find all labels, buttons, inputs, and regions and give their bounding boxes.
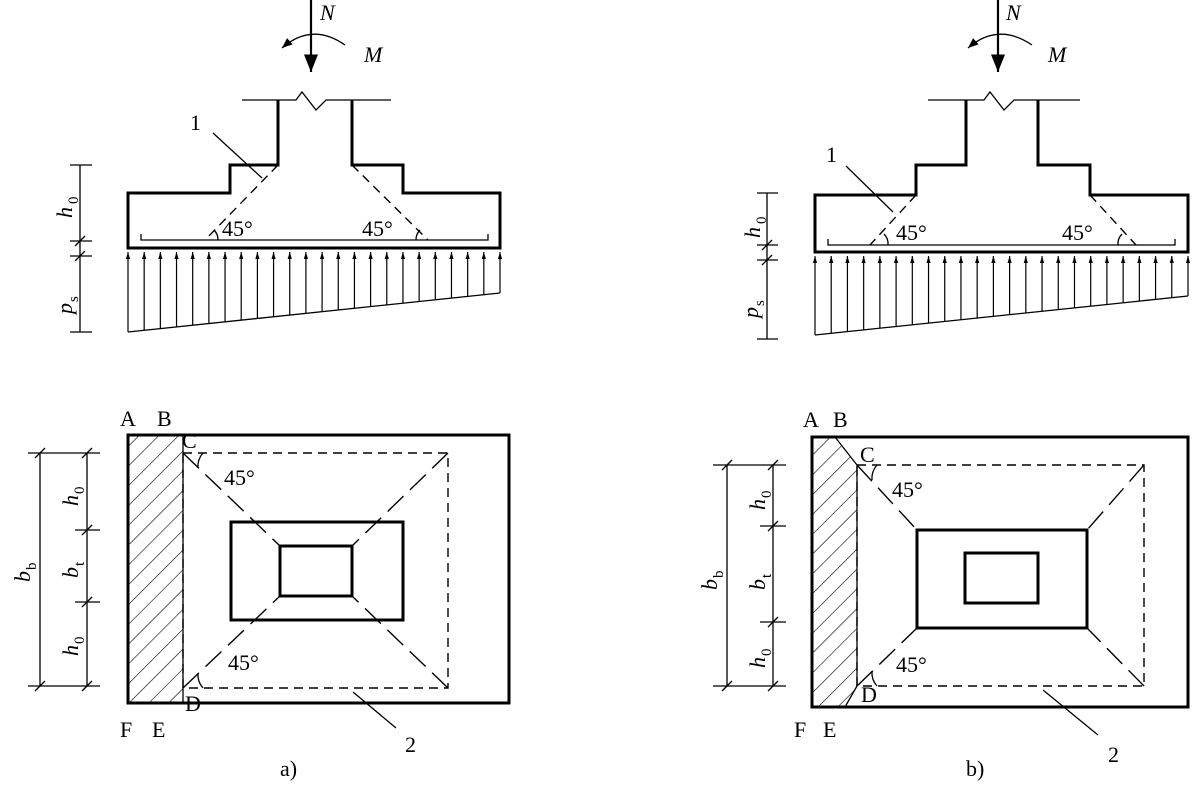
punching-perimeter-b [856, 464, 1145, 687]
svg-text:b: b [10, 571, 35, 582]
panel-a-elevation: N M 45° 45° 1 h 0 [52, 0, 503, 333]
angle-label-right-b: 45° [1062, 220, 1093, 245]
panel-b-plan: 45° 45° A B C D F E 2 b) b b h 0 b t [697, 407, 1190, 781]
point-f: F [120, 717, 132, 742]
svg-text:h: h [745, 499, 770, 510]
point-d: D [185, 691, 201, 716]
svg-text:0: 0 [759, 491, 775, 499]
angle-label-plan-top: 45° [224, 465, 255, 490]
moment-label: M [363, 42, 384, 67]
dim-h0-plan-a-top: h 0 [58, 487, 88, 507]
hatched-area-abef [128, 435, 183, 703]
dim-h0-b: h 0 [740, 217, 770, 239]
point-c: C [182, 428, 197, 453]
step-outline [229, 520, 405, 622]
svg-text:b: b [697, 579, 722, 590]
point-b-b: B [833, 407, 848, 432]
dim-h0-a: h 0 [52, 197, 82, 219]
footing-outline-b [813, 100, 1190, 254]
dim-ps-a: p s [52, 296, 82, 316]
point-d-b: D [861, 682, 877, 707]
dim-ps-b: p s [738, 300, 768, 320]
column-break-line [242, 90, 391, 111]
svg-text:b: b [58, 567, 83, 578]
angle-arc-left [213, 229, 219, 241]
angle-label-left: 45° [222, 216, 253, 241]
caption-b: b) [966, 756, 984, 781]
angle-label-plan-bottom: 45° [228, 650, 259, 675]
svg-text:0: 0 [72, 637, 88, 645]
point-a-b: A [803, 407, 819, 432]
svg-text:b: b [711, 571, 727, 579]
dim-h0-plan-b-bottom: h 0 [745, 649, 775, 669]
svg-text:b: b [745, 579, 770, 590]
punching-cone-right [351, 164, 429, 241]
leader-2-b [1042, 689, 1099, 736]
point-b: B [157, 406, 172, 431]
marker-1: 1 [190, 110, 201, 135]
point-e-b: E [823, 717, 836, 742]
dim-bt-a: b t [58, 561, 88, 578]
axial-force-label-b: N [1005, 0, 1022, 25]
dim-bb-a: b b [10, 563, 40, 583]
svg-text:s: s [752, 300, 768, 306]
dim-h0-plan-b-top: h 0 [745, 491, 775, 511]
svg-text:t: t [72, 561, 88, 566]
axial-force-label: N [319, 0, 336, 25]
svg-text:p: p [52, 303, 77, 316]
angle-label-right: 45° [362, 216, 393, 241]
column-section [278, 544, 354, 598]
svg-text:0: 0 [72, 487, 88, 495]
dim-bb-b: b b [697, 571, 727, 591]
svg-text:0: 0 [66, 197, 82, 205]
point-e: E [152, 717, 165, 742]
angle-label-plan-bottom-b: 45° [896, 652, 927, 677]
rebar-line-b [827, 239, 1176, 246]
svg-text:h: h [58, 495, 83, 506]
footing-plan-outline [126, 433, 511, 705]
svg-text:s: s [66, 296, 82, 302]
svg-text:h: h [58, 645, 83, 656]
moment-arrow-b [967, 33, 1033, 49]
pressure-baseline [127, 292, 501, 333]
pressure-arrows-a [125, 252, 503, 332]
punching-perimeter [182, 452, 449, 689]
caption-a: a) [280, 756, 297, 781]
panel-a-plan: 45° 45° A B C D F E 2 a) b b h 0 b [10, 406, 511, 781]
svg-text:h: h [740, 227, 765, 238]
step-outline-b [915, 528, 1089, 630]
rebar-line [140, 234, 489, 241]
footing-outline [126, 100, 502, 250]
marker-2: 2 [405, 732, 416, 757]
dim-h0-plan-a-bottom: h 0 [58, 637, 88, 657]
svg-text:0: 0 [754, 217, 770, 225]
leader-2 [352, 691, 397, 729]
panel-b-elevation: N M 45° 45° 1 h 0 p s [738, 0, 1191, 340]
marker-1-b: 1 [826, 142, 837, 167]
angle-arc-right [415, 229, 421, 241]
svg-text:t: t [759, 573, 775, 578]
svg-text:h: h [52, 207, 77, 218]
svg-text:0: 0 [759, 649, 775, 657]
moment-label-b: M [1047, 42, 1068, 67]
column-section-b [963, 551, 1040, 605]
leader-1 [212, 132, 263, 179]
svg-text:h: h [745, 657, 770, 668]
angle-label-left-b: 45° [896, 220, 927, 245]
angle-label-plan-top-b: 45° [892, 477, 923, 502]
marker-2-b: 2 [1108, 742, 1119, 767]
moment-arrow [281, 33, 346, 49]
point-f-b: F [794, 717, 806, 742]
svg-text:b: b [24, 563, 40, 571]
hatched-area-b [812, 437, 857, 707]
punching-cone-left [204, 164, 279, 241]
dim-bt-b: b t [745, 573, 775, 590]
point-c-b: C [860, 442, 875, 467]
svg-text:p: p [738, 307, 763, 320]
point-a: A [120, 406, 136, 431]
pressure-arrows-b [812, 256, 1191, 335]
